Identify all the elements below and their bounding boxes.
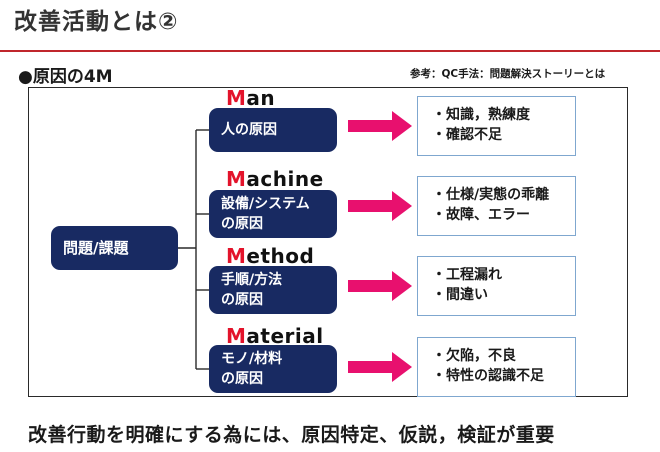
cause-box-line: モノ/材料 [221, 351, 283, 367]
arrow-icon [348, 111, 412, 141]
section-heading: ●原因の4M [18, 67, 113, 87]
root-problem-label: 問題/課題 [63, 239, 129, 257]
cause-box-line: の原因 [221, 371, 263, 387]
m-label-method: Method [226, 244, 314, 268]
detail-box-machine: ・仕様/実態の乖離 ・故障、エラー [417, 176, 576, 236]
detail-box-man: ・知識，熟練度 ・確認不足 [417, 96, 576, 156]
cause-box-line: の原因 [221, 216, 263, 232]
m-initial: M [226, 167, 247, 191]
detail-item: ・確認不足 [432, 127, 502, 143]
detail-item: ・特性の認識不足 [432, 368, 544, 384]
m-label-machine: Machine [226, 167, 324, 191]
arrows [348, 111, 412, 382]
cause-box-line: 手順/方法 [221, 272, 283, 288]
cause-box-man: 人の原因 [209, 108, 337, 152]
title-divider [0, 50, 660, 52]
tree-connectors [178, 129, 209, 370]
detail-item: ・工程漏れ [432, 267, 502, 283]
detail-item: ・欠陥，不良 [432, 348, 516, 364]
conclusion-text: 改善行動を明確にする為には、原因特定、仮説，検証が重要 [28, 424, 555, 446]
m-initial: M [226, 86, 247, 110]
m-rest: ethod [246, 244, 315, 268]
m-label-material: Material [226, 324, 324, 348]
m-rest: an [246, 86, 276, 110]
arrow-icon [348, 352, 412, 382]
m-rest: aterial [246, 324, 324, 348]
detail-item: ・故障、エラー [432, 207, 530, 223]
cause-box-line: 人の原因 [221, 122, 277, 138]
cause-box-method: 手順/方法 の原因 [209, 266, 337, 314]
detail-box-material: ・欠陥，不良 ・特性の認識不足 [417, 337, 576, 397]
arrow-icon [348, 191, 412, 221]
detail-item: ・間違い [432, 287, 488, 303]
m-rest: achine [246, 167, 324, 191]
cause-box-line: の原因 [221, 292, 263, 308]
detail-item: ・知識，熟練度 [432, 107, 530, 123]
reference-note: 参考：QC手法：問題解決ストーリーとは [410, 68, 606, 80]
detail-item: ・仕様/実態の乖離 [432, 187, 550, 203]
arrow-icon [348, 271, 412, 301]
root-problem-box: 問題/課題 [51, 226, 178, 270]
diagram-frame [28, 87, 628, 397]
cause-box-machine: 設備/システム の原因 [209, 190, 337, 238]
detail-box-method: ・工程漏れ ・間違い [417, 256, 576, 316]
m-label-man: Man [226, 86, 275, 110]
slide-title: 改善活動とは② [14, 9, 179, 35]
cause-box-material: モノ/材料 の原因 [209, 345, 337, 393]
m-initial: M [226, 244, 247, 268]
cause-box-line: 設備/システム [221, 196, 310, 212]
m-initial: M [226, 324, 247, 348]
